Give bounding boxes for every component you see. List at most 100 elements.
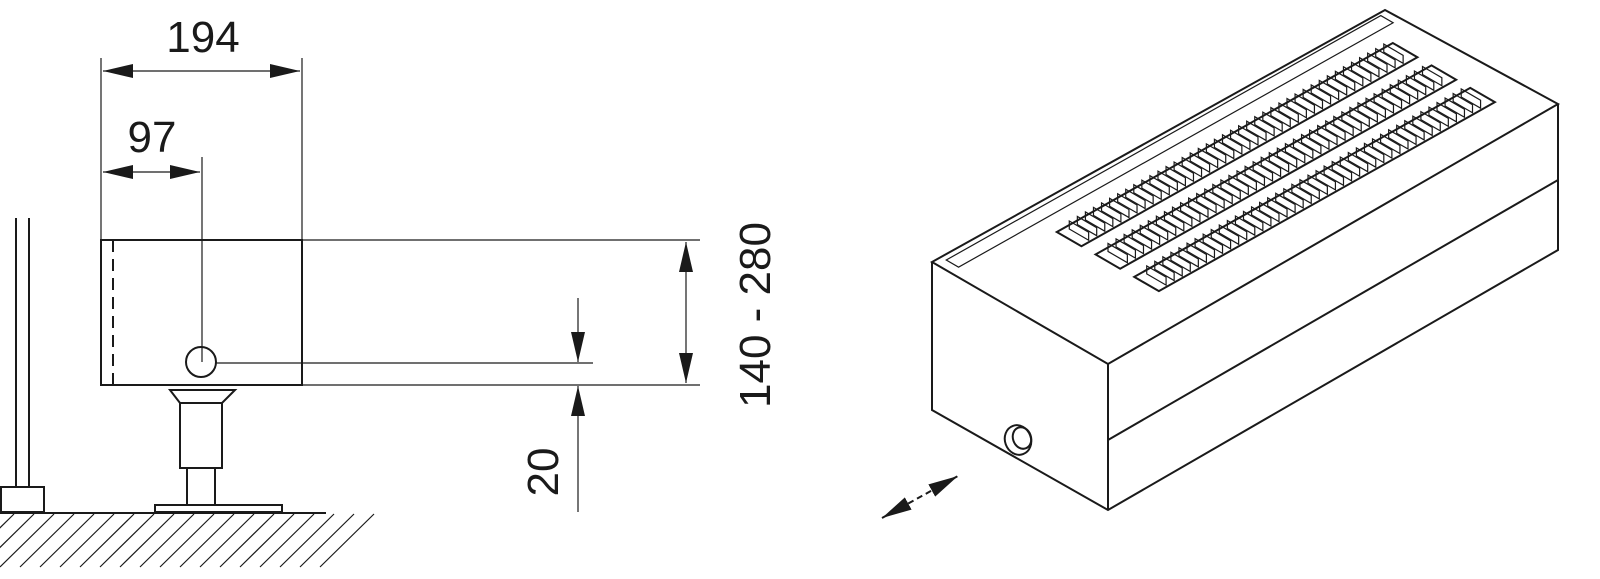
grille-fin [1358, 56, 1380, 78]
grille-fin [1252, 160, 1274, 183]
grille-fin [1350, 61, 1372, 83]
grille-fin [1205, 142, 1227, 165]
grille-fin [1250, 205, 1272, 228]
grille-fin [1220, 178, 1241, 201]
grille-fin [1278, 102, 1299, 124]
grille-fin [1375, 47, 1396, 69]
grille-fin [1331, 160, 1353, 182]
grille-fin [1170, 251, 1191, 273]
dimension-label-half-width: 97 [128, 113, 177, 162]
grille-fin [1291, 183, 1312, 205]
grille-fin [1147, 219, 1169, 242]
grille-fin [1341, 110, 1362, 133]
grille-fin [1117, 192, 1138, 215]
dimension-194: 194 [103, 13, 300, 78]
grille-fin [1236, 169, 1257, 192]
edge-rail [945, 14, 1395, 268]
grille-fin [1100, 201, 1122, 224]
grille-channel [1093, 64, 1459, 270]
floor-hatch [159, 513, 215, 568]
grille-fin [1404, 119, 1425, 141]
grille-fin [1371, 137, 1393, 160]
grille-fin [1365, 97, 1387, 119]
grille-fin [1238, 124, 1259, 147]
grille-fin [1084, 210, 1106, 233]
floor-hatch [39, 513, 95, 568]
grille-fin [1146, 264, 1167, 287]
grille-fin [1421, 65, 1443, 87]
grille-fin [1347, 151, 1369, 173]
floor-hatch [119, 513, 175, 568]
grille-fin [1228, 174, 1249, 196]
floor-hatch [59, 513, 115, 568]
grille-fin [1157, 170, 1178, 192]
grille-fin [1325, 119, 1346, 142]
grille-fin [1397, 79, 1419, 101]
grille-fin [1276, 147, 1298, 169]
floor-hatch [0, 513, 35, 549]
grille-fin [1181, 156, 1203, 178]
grille-fin [1323, 165, 1345, 187]
grille-fin [1349, 106, 1370, 128]
dimension-label-offset: 20 [519, 448, 568, 497]
grille-fin [1229, 129, 1251, 151]
grille-fin [1452, 92, 1474, 114]
grille-fin [1194, 237, 1216, 259]
grille-fin [1299, 178, 1320, 200]
floor-hatch [199, 513, 255, 568]
grille-fin [1396, 124, 1417, 146]
grille-fin [1259, 201, 1280, 223]
floor-hatch [279, 513, 335, 568]
adjustable-foot [154, 389, 283, 513]
grille-fin [1310, 83, 1332, 106]
grille-fin [1379, 133, 1401, 155]
grille-fin [1076, 215, 1098, 237]
grille-channel [1054, 41, 1420, 248]
grille-fin [1210, 228, 1232, 250]
grille-fin [1413, 70, 1435, 92]
grille-fin [1267, 196, 1288, 219]
grille-fin [1428, 106, 1449, 128]
floor-hatch [219, 513, 275, 568]
grille-fin [1326, 74, 1348, 97]
grille-fin [1260, 156, 1282, 178]
grille-fin [1300, 133, 1322, 155]
grille-fin [1284, 142, 1306, 164]
floor-hatch [79, 513, 135, 568]
grille-fin [1286, 97, 1307, 119]
grille-fin [1367, 52, 1388, 74]
grille-fin [1213, 138, 1235, 160]
airflow-arrow-icon [881, 475, 959, 519]
wall [0, 218, 45, 513]
grille-fin [1342, 65, 1364, 88]
grille-fin [1202, 233, 1224, 255]
side-view: 194 97 140 - 280 20 [0, 13, 780, 568]
grille-fin [1373, 92, 1395, 115]
pipe-connection [185, 346, 217, 378]
grille-fin [1188, 197, 1209, 219]
grille-fin [1389, 83, 1411, 105]
grille-fin [1234, 214, 1256, 237]
grille-fin [1283, 187, 1304, 210]
grille-fin [1154, 260, 1175, 282]
floor-hatch [139, 513, 195, 568]
grille-fin [1133, 183, 1154, 205]
grille-fin [1246, 120, 1267, 142]
grille-fin [1268, 151, 1290, 173]
grille-fin [1109, 197, 1130, 219]
dimension-20: 20 [519, 298, 585, 512]
grille-fin [1357, 101, 1378, 124]
grille-fin [1221, 133, 1243, 156]
grille-fin [1242, 210, 1264, 232]
grille-fin [1092, 206, 1114, 228]
grille-fin [1315, 169, 1337, 191]
grille-fin [1307, 174, 1328, 196]
grille-fin [1123, 233, 1145, 255]
grille-fin [1444, 97, 1466, 119]
grille-fin [1334, 70, 1356, 92]
grille-fin [1292, 138, 1314, 160]
grille-fin [1196, 192, 1217, 214]
floor-hatch [239, 513, 295, 568]
grille-fin [1270, 106, 1291, 128]
